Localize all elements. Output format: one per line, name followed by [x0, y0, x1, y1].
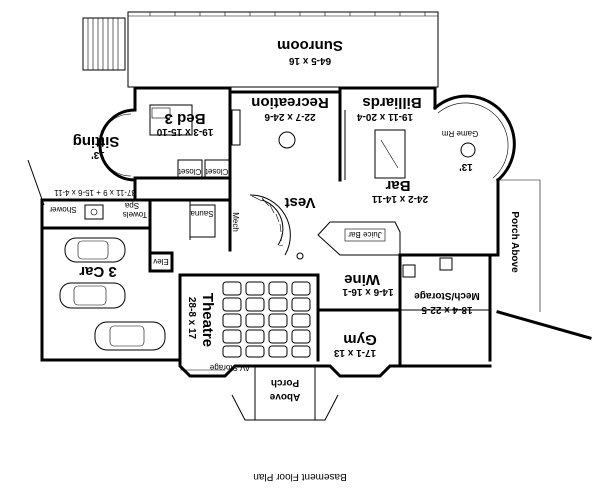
spa-dims: 37-11 x 9 + 15-6 x 4-11	[54, 188, 136, 197]
wine-dims: 14-6 x 16-1	[342, 286, 394, 297]
porch-above-line2: Above	[269, 391, 300, 402]
exterior-stairs	[82, 17, 126, 71]
spa-label: Spa	[124, 201, 139, 210]
gym-label: Gym	[343, 331, 376, 348]
bed-3-label: Bed 3	[165, 110, 206, 127]
mech-label: Mech	[231, 212, 240, 232]
billiards-dims: 19-11 x 20-4	[356, 111, 413, 122]
porch-above-right-label: Porch Above	[509, 211, 520, 273]
garage: 3 Car	[59, 237, 166, 351]
vest-label: Vest	[285, 194, 316, 211]
exterior-walls	[27, 86, 592, 378]
spa-area: 37-11 x 9 + 15-6 x 4-11 Spa Towels Showe…	[49, 188, 214, 220]
theatre-label: Theatre	[199, 293, 216, 347]
wine-room: Wine 14-6 x 16-1	[342, 271, 394, 297]
closet-1-label: Closet	[178, 167, 201, 176]
elev-label: Elev	[153, 257, 169, 266]
game-room-bay: Game Rm 13'	[432, 94, 516, 183]
towels-label: Towels	[123, 210, 147, 219]
porch-above-line1: Porch	[271, 377, 299, 388]
theatre-seating	[222, 281, 311, 358]
game-room-dims: 13'	[459, 161, 473, 172]
car-1	[64, 237, 126, 263]
shower-label: Shower	[49, 205, 76, 214]
sauna-label: Sauna	[190, 209, 214, 218]
floor-plan-title: Basement Floor Plan	[253, 471, 346, 482]
garage-label: 3 Car	[79, 263, 117, 280]
vestibule: Vest Mech	[231, 194, 316, 260]
sitting-dims: 13'	[91, 149, 105, 160]
av-storage-label: AV Storage	[209, 363, 250, 372]
billiards-room: Billiards 19-11 x 20-4	[356, 94, 422, 179]
juice-bar-label: Juice Bar	[348, 230, 382, 239]
car-3	[94, 321, 166, 351]
gym-dims: 17-1 x 13	[333, 347, 376, 358]
recreation-dims: 22-7 x 24-6	[264, 111, 316, 122]
sitting-bay: Sitting 13'	[73, 108, 137, 182]
bar-label: Bar	[385, 177, 410, 194]
gym-room: Gym 17-1 x 13	[333, 331, 376, 358]
billiards-label: Billiards	[362, 94, 421, 111]
wine-label: Wine	[344, 271, 380, 288]
bed-3-room: Bed 3 19-3 x 15-10 Closet Closet	[149, 104, 228, 176]
sunroom-dims: 64-5 x 16	[288, 55, 331, 66]
closet-2-label: Closet	[205, 167, 228, 176]
porch-above-bottom: Porch Above	[269, 377, 300, 402]
recreation-room: Recreation 22-7 x 24-6	[231, 94, 329, 149]
car-2	[59, 282, 126, 309]
bar-dims: 24-2 x 14-11	[371, 193, 428, 204]
game-room-label: Game Rm	[441, 129, 478, 138]
mech-storage-room: Mech/Storage 18-4 x 22-5	[402, 257, 480, 315]
bar-room: Bar 24-2 x 14-11 Juice Bar	[317, 177, 428, 256]
interior-walls	[133, 90, 492, 421]
theatre-dims: 28-8 x 17	[186, 297, 197, 340]
recreation-label: Recreation	[251, 94, 329, 111]
porch-above-right: Porch Above	[498, 179, 541, 312]
sitting-label: Sitting	[73, 133, 120, 150]
mech-storage-label: Mech/Storage	[414, 290, 480, 301]
bed-3-dims: 19-3 x 15-10	[156, 126, 213, 137]
sunroom-area: Sunroom 64-5 x 16	[82, 11, 439, 88]
sunroom-label: Sunroom	[277, 37, 343, 54]
mech-storage-dims: 18-4 x 22-5	[421, 304, 473, 315]
